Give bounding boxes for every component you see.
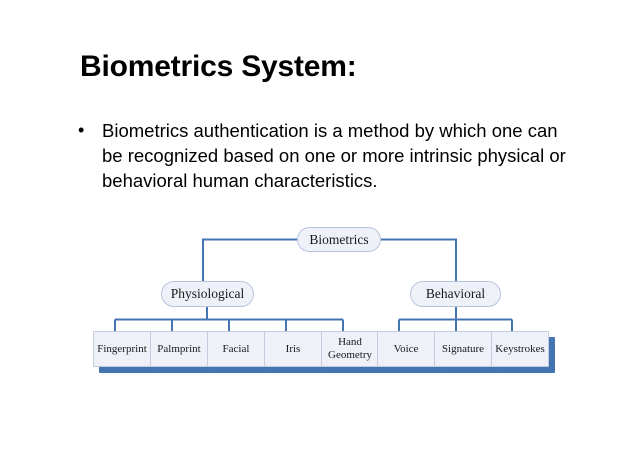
node-keystrokes-label: Keystrokes — [495, 342, 545, 355]
node-fingerprint[interactable]: Fingerprint — [93, 331, 151, 367]
node-iris[interactable]: Iris — [264, 331, 322, 367]
list-item: • Biometrics authentication is a method … — [78, 118, 568, 193]
page-title: Biometrics System: — [80, 50, 357, 83]
node-palmprint[interactable]: Palmprint — [150, 331, 208, 367]
node-facial-label: Facial — [222, 342, 250, 355]
node-palmprint-label: Palmprint — [157, 342, 201, 355]
node-signature-label: Signature — [441, 342, 485, 355]
node-biometrics[interactable]: Biometrics — [297, 227, 381, 252]
node-signature[interactable]: Signature — [434, 331, 492, 367]
node-fingerprint-label: Fingerprint — [97, 342, 147, 355]
node-behavioral-label: Behavioral — [425, 286, 486, 301]
connector-root-to-physiological — [202, 238, 297, 281]
connector-root-to-behavioral — [380, 238, 457, 281]
node-physiological[interactable]: Physiological — [161, 281, 254, 307]
bullet-list: • Biometrics authentication is a method … — [78, 118, 568, 193]
node-physiological-label: Physiological — [170, 286, 245, 301]
node-hand-geometry[interactable]: Hand Geometry — [321, 331, 379, 367]
node-facial[interactable]: Facial — [207, 331, 265, 367]
node-voice[interactable]: Voice — [377, 331, 435, 367]
node-voice-label: Voice — [393, 342, 419, 355]
node-hand-geometry-line2: Geometry — [328, 349, 372, 361]
bullet-text: Biometrics authentication is a method by… — [102, 120, 566, 191]
node-hand-geometry-label: Hand Geometry — [325, 336, 375, 362]
node-behavioral[interactable]: Behavioral — [410, 281, 501, 307]
node-keystrokes[interactable]: Keystrokes — [491, 331, 549, 367]
node-biometrics-label: Biometrics — [309, 231, 369, 247]
bullet-marker-icon: • — [78, 120, 85, 140]
node-iris-label: Iris — [285, 342, 301, 355]
node-hand-geometry-line1: Hand — [338, 336, 362, 348]
